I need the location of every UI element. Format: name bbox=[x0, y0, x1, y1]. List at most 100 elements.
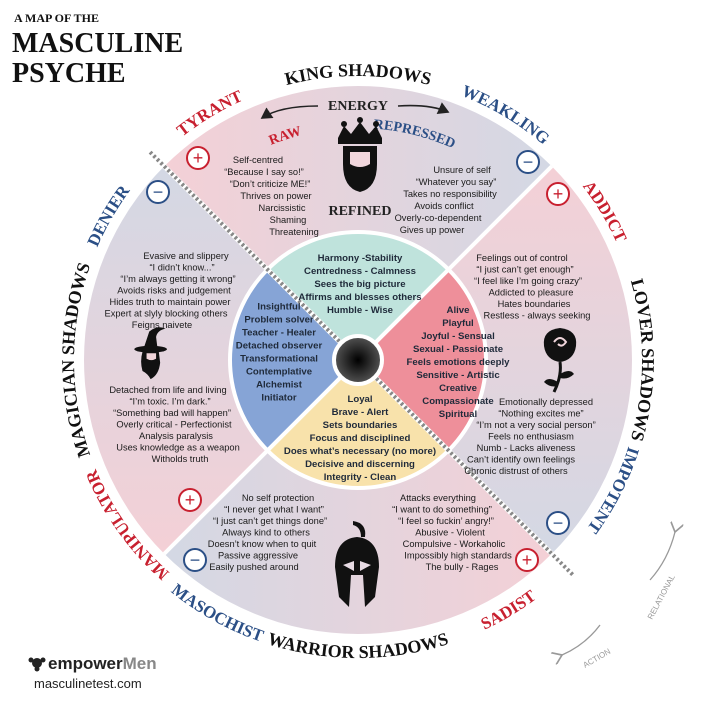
king-plus-items-list: Self-centred“Because I say so!”“Don’t cr… bbox=[224, 155, 319, 237]
magician-shadow-sector bbox=[84, 166, 268, 554]
list-item: Spiritual bbox=[439, 409, 477, 420]
list-item: Doesn’t know when to quit bbox=[208, 539, 317, 549]
title-line-3: PSYCHE bbox=[12, 58, 126, 89]
list-item: Focus and disciplined bbox=[310, 433, 411, 444]
list-item: Narcissistic bbox=[258, 203, 305, 213]
list-item: The bully - Rages bbox=[426, 562, 499, 572]
list-item: Affirms and blesses others bbox=[298, 292, 421, 303]
list-item: Loyal bbox=[347, 394, 372, 405]
list-item: Thrives on power bbox=[240, 191, 311, 201]
list-item: Chronic distrust of others bbox=[464, 466, 568, 476]
magician-minus-items-list: Evasive and slippery“I didn’t know...”“I… bbox=[105, 251, 236, 330]
list-item: “I never get what I want” bbox=[224, 505, 324, 515]
sadist-plus-icon: + bbox=[515, 548, 539, 572]
wizard-icon bbox=[134, 327, 167, 380]
list-item: “Nothing excites me” bbox=[498, 409, 583, 419]
list-item: Hides truth to maintain power bbox=[110, 297, 231, 307]
addict-plus-icon: + bbox=[546, 182, 570, 206]
minus-symbol: − bbox=[553, 513, 564, 533]
refined-label: REFINED bbox=[328, 204, 391, 219]
list-item: “I feel like I’m going crazy” bbox=[474, 276, 582, 286]
list-item: “Because I say so!” bbox=[224, 167, 304, 177]
list-item: Insightful bbox=[257, 302, 300, 313]
arrow-to-raw bbox=[260, 105, 319, 119]
list-item: Contemplative bbox=[246, 367, 312, 378]
list-item: Shaming bbox=[270, 215, 307, 225]
list-item: Joyful - Sensual bbox=[421, 331, 495, 342]
list-item: Transformational bbox=[240, 354, 318, 365]
lover-shadow-sector bbox=[448, 166, 632, 554]
list-item: Sets boundaries bbox=[323, 420, 398, 431]
action-label: ACTION bbox=[582, 647, 613, 670]
magician-plus-items-list: Detached from life and living “I’m toxic.… bbox=[109, 385, 239, 464]
minus-symbol: − bbox=[190, 550, 201, 570]
list-item: Overly-co-dependent bbox=[395, 213, 482, 223]
list-item: Easily pushed around bbox=[209, 562, 298, 572]
list-item: “I’m toxic. I’m dark.” bbox=[129, 397, 210, 407]
logo-brand-b: Men bbox=[123, 654, 157, 673]
masochist-minus-icon: − bbox=[183, 548, 207, 572]
inner-ring-border bbox=[228, 230, 488, 490]
map-title: A MAP OF THE MASCULINE PSYCHE bbox=[12, 11, 183, 89]
list-item: Feels emotions deeply bbox=[407, 357, 511, 368]
list-item: Takes no responsibility bbox=[403, 189, 497, 199]
warrior-core-sector bbox=[267, 376, 449, 488]
rose-icon bbox=[543, 328, 577, 393]
list-item: Decisive and discerning bbox=[305, 459, 415, 470]
list-item: Avoids conflict bbox=[414, 201, 474, 211]
list-item: Evasive and slippery bbox=[143, 251, 229, 261]
list-item: Problem solver bbox=[244, 315, 314, 326]
logo-url[interactable]: masculinetest.com bbox=[34, 676, 142, 691]
list-item: Feelings out of control bbox=[476, 253, 567, 263]
list-item: Initiator bbox=[261, 393, 296, 404]
list-item: Sensitive - Artistic bbox=[416, 370, 500, 381]
plus-symbol: + bbox=[553, 184, 564, 204]
list-item: “I just can’t get things done” bbox=[213, 516, 327, 526]
list-item: Detached from life and living bbox=[109, 385, 226, 395]
denier-minus-icon: − bbox=[146, 180, 170, 204]
plus-symbol: + bbox=[522, 550, 533, 570]
spartan-helmet-icon bbox=[335, 521, 379, 607]
lover-plus-items-list: Feelings out of control“I just can’t get… bbox=[474, 253, 590, 321]
empowermen-logo[interactable]: empowerMen masculinetest.com bbox=[28, 654, 157, 691]
list-item: Compulsive - Workaholic bbox=[403, 539, 506, 549]
list-item: Feigns naivete bbox=[132, 320, 192, 330]
list-item: Alchemist bbox=[256, 380, 303, 391]
list-item: Compassionate bbox=[422, 396, 493, 407]
list-item: Threatening bbox=[269, 227, 319, 237]
relational-arrow bbox=[649, 532, 675, 581]
list-item: Gives up power bbox=[400, 225, 465, 235]
white-divider bbox=[162, 375, 343, 556]
list-item: Overly critical - Perfectionist bbox=[116, 420, 232, 430]
king-minus-items-list: Unsure of self“Whatever you say”Takes no… bbox=[395, 165, 498, 235]
list-item: Humble - Wise bbox=[327, 305, 393, 316]
list-item: Feels no enthusiasm bbox=[488, 432, 574, 442]
list-item: Integrity - Clean bbox=[324, 472, 397, 483]
white-divider bbox=[373, 164, 554, 345]
minus-symbol: − bbox=[523, 152, 534, 172]
list-item: Restless - always seeking bbox=[484, 311, 591, 321]
list-item: Always kind to others bbox=[222, 528, 310, 538]
list-item: Emotionally depressed bbox=[499, 397, 593, 407]
manipulator-plus-icon: + bbox=[178, 488, 202, 512]
title-line-2: MASCULINE bbox=[12, 28, 183, 59]
list-item: Playful bbox=[442, 318, 473, 329]
king-core-sector bbox=[267, 232, 449, 344]
list-item: Can’t identify own feelings bbox=[467, 455, 575, 465]
weakling-minus-icon: − bbox=[516, 150, 540, 174]
list-item: “Whatever you say” bbox=[416, 177, 497, 187]
logo-emblem-icon bbox=[28, 657, 46, 672]
list-item: Uses knowledge as a weapon bbox=[116, 443, 240, 453]
list-item: Expert at slyly blocking others bbox=[105, 309, 228, 319]
list-item: Teacher - Healer bbox=[242, 328, 316, 339]
energy-label: ENERGY bbox=[328, 99, 388, 114]
list-item: Abusive - Violent bbox=[415, 528, 485, 538]
list-item: Self-centred bbox=[233, 155, 283, 165]
list-item: Sees the big picture bbox=[314, 279, 405, 290]
list-item: Passive aggressive bbox=[218, 551, 298, 561]
list-item: Hates boundaries bbox=[498, 299, 571, 309]
center-hole bbox=[332, 334, 384, 386]
